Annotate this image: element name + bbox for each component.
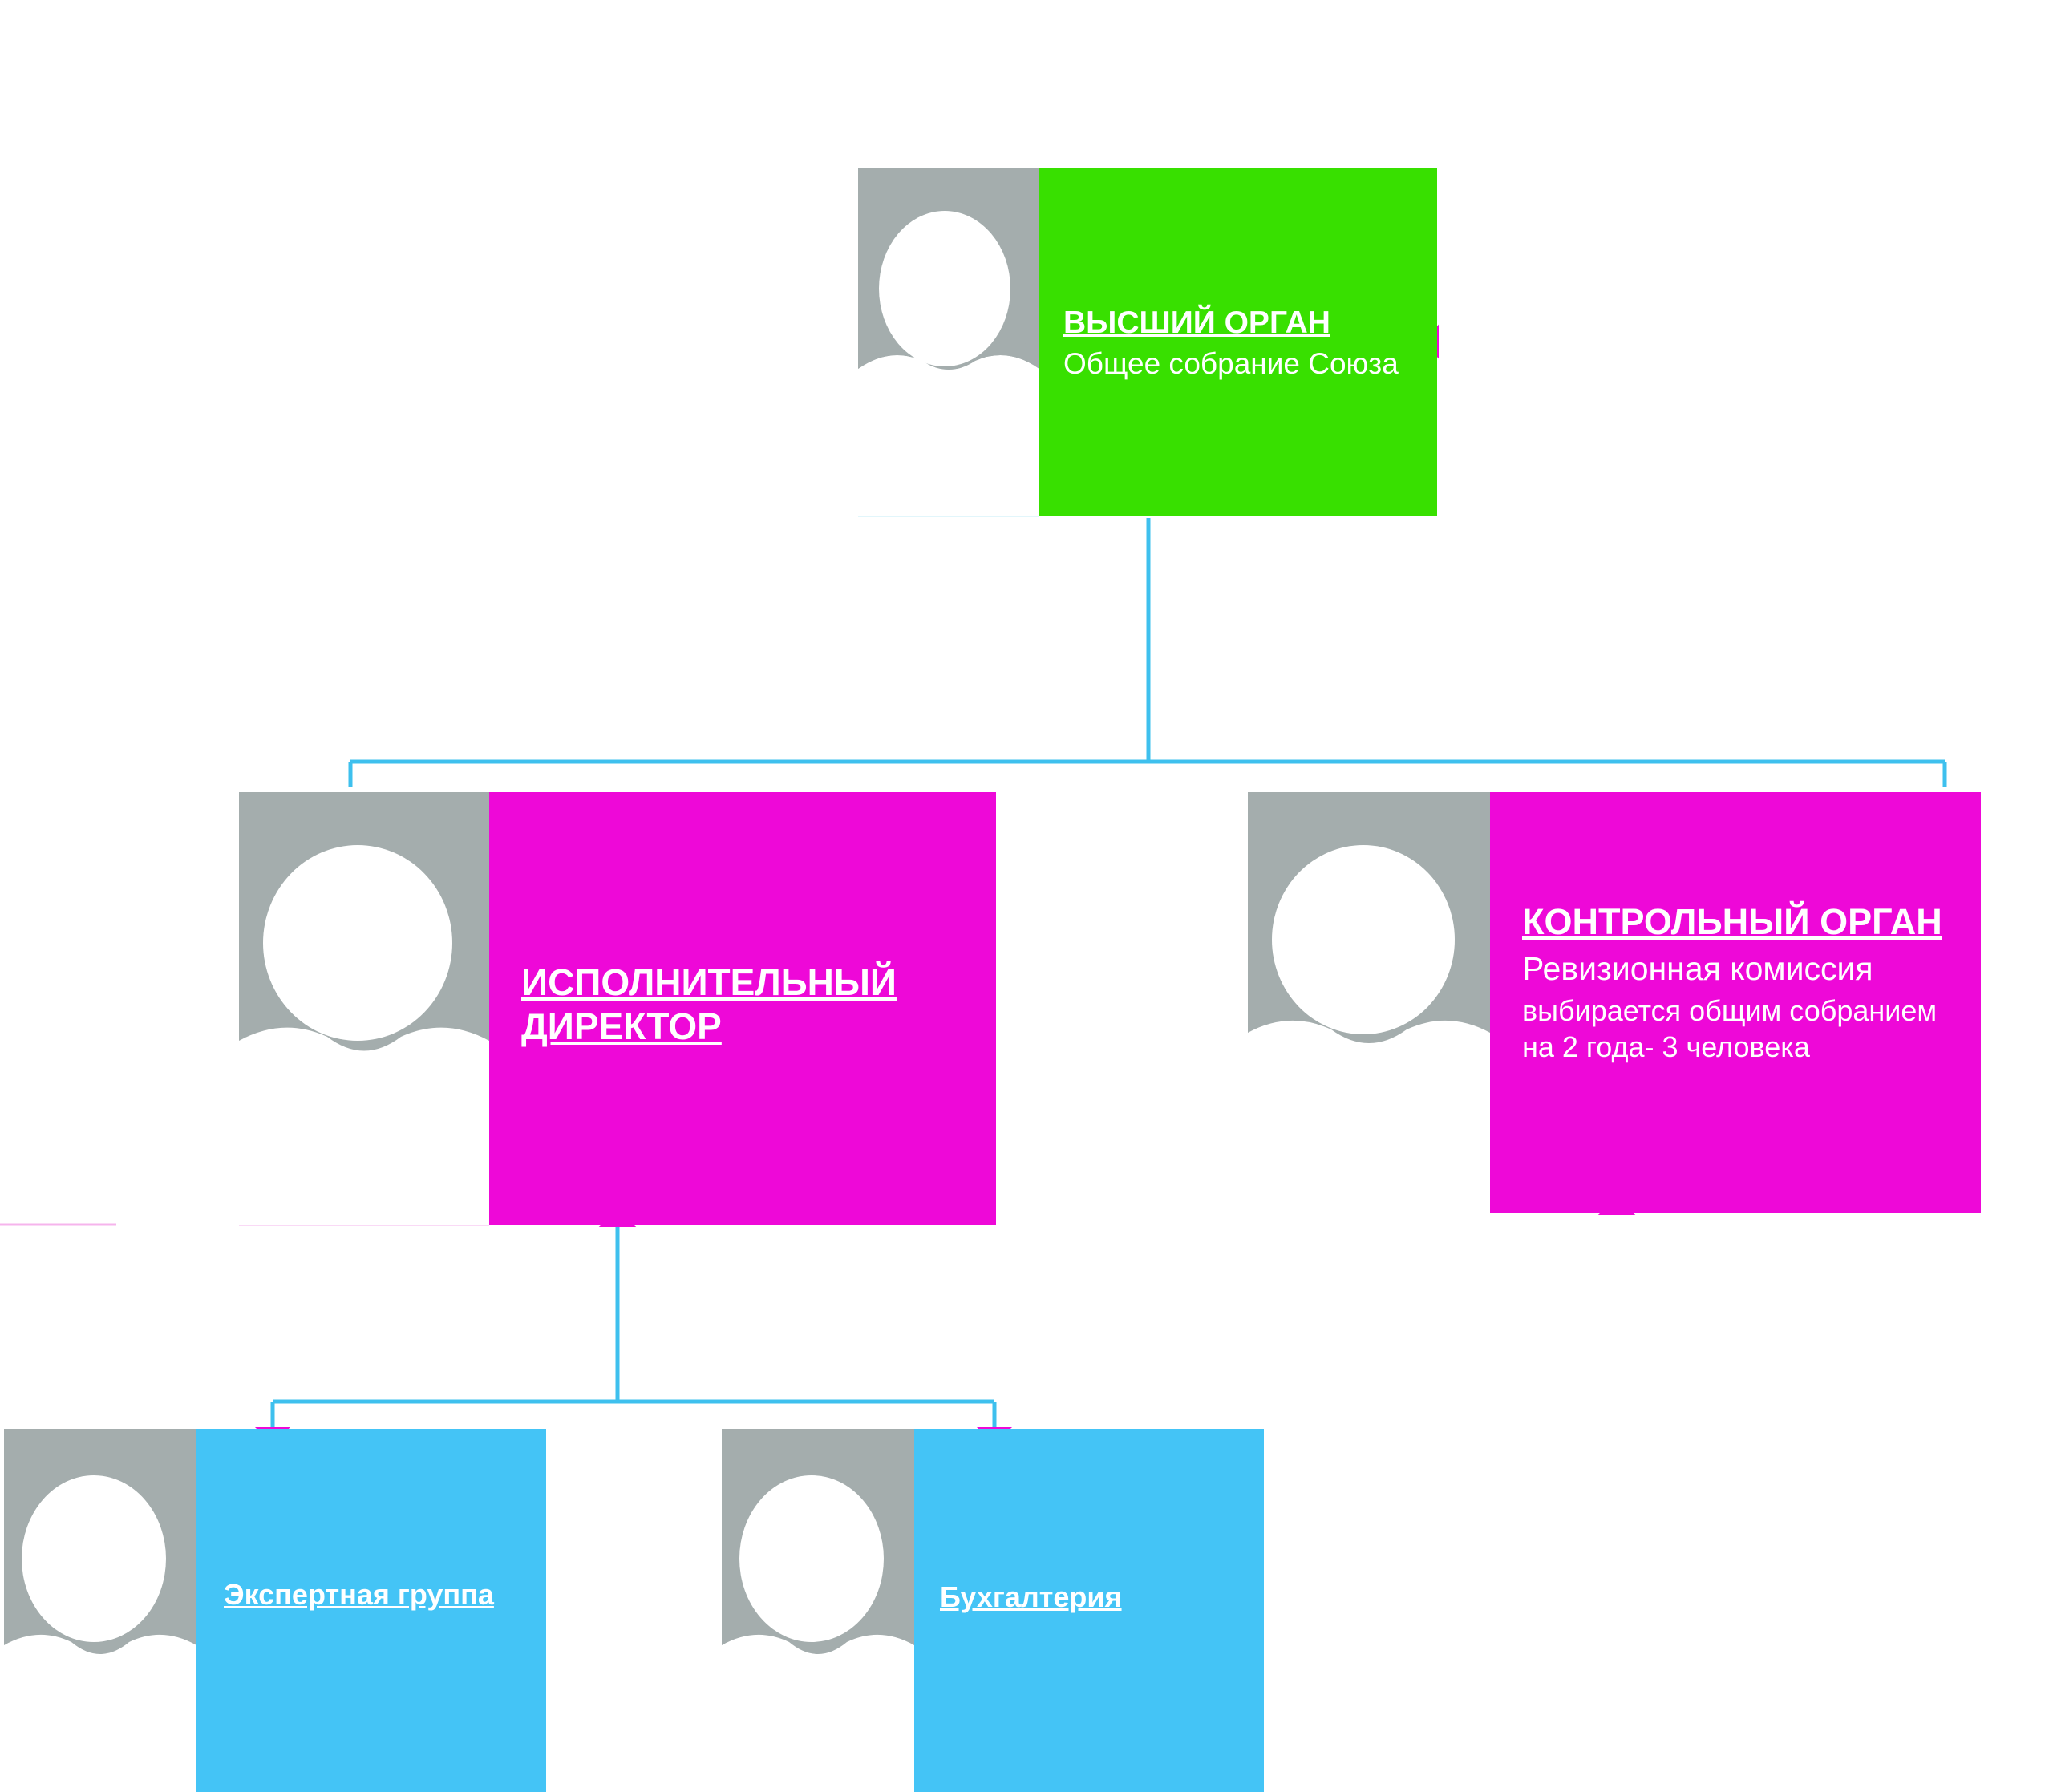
node-title[interactable]: КОНТРОЛЬНЫЙ ОРГАН bbox=[1522, 901, 1942, 942]
avatar-placeholder-icon bbox=[722, 1429, 914, 1792]
node-executive-director[interactable]: ИСПОЛНИТЕЛЬНЫЙ ДИРЕКТОР bbox=[239, 792, 996, 1225]
node-note: выбирается общим собранием на 2 года- 3 … bbox=[1522, 994, 1938, 1064]
node-panel: КОНТРОЛЬНЫЙ ОРГАН Ревизионная комиссия в… bbox=[1490, 792, 1981, 1213]
node-supreme-body[interactable]: ВЫСШИЙ ОРГАН Общее собрание Союза bbox=[858, 168, 1437, 516]
node-title[interactable]: Экспертная группа bbox=[224, 1578, 494, 1611]
node-expert-group[interactable]: Экспертная группа bbox=[4, 1429, 546, 1792]
avatar-placeholder-icon bbox=[239, 792, 489, 1225]
edge-director-to-level3 bbox=[270, 1227, 997, 1429]
node-panel: ИСПОЛНИТЕЛЬНЫЙ ДИРЕКТОР bbox=[489, 792, 996, 1225]
node-panel: ВЫСШИЙ ОРГАН Общее собрание Союза bbox=[1039, 168, 1437, 516]
avatar-placeholder-icon bbox=[858, 168, 1039, 516]
node-panel: Бухгалтерия bbox=[914, 1429, 1264, 1792]
node-accounting[interactable]: Бухгалтерия bbox=[722, 1429, 1264, 1792]
node-title[interactable]: ИСПОЛНИТЕЛЬНЫЙ ДИРЕКТОР bbox=[521, 961, 897, 1048]
node-control-body[interactable]: КОНТРОЛЬНЫЙ ОРГАН Ревизионная комиссия в… bbox=[1248, 792, 1981, 1213]
node-title[interactable]: Бухгалтерия bbox=[940, 1580, 1122, 1613]
node-title[interactable]: ВЫСШИЙ ОРГАН bbox=[1063, 305, 1330, 340]
node-subtitle: Ревизионная комиссия bbox=[1522, 950, 1873, 987]
node-subtitle: Общее собрание Союза bbox=[1063, 346, 1399, 380]
edge-top-to-level2 bbox=[348, 518, 1947, 787]
avatar-placeholder-icon bbox=[4, 1429, 196, 1792]
avatar-placeholder-icon bbox=[1248, 792, 1490, 1213]
node-panel: Экспертная группа bbox=[196, 1429, 546, 1792]
